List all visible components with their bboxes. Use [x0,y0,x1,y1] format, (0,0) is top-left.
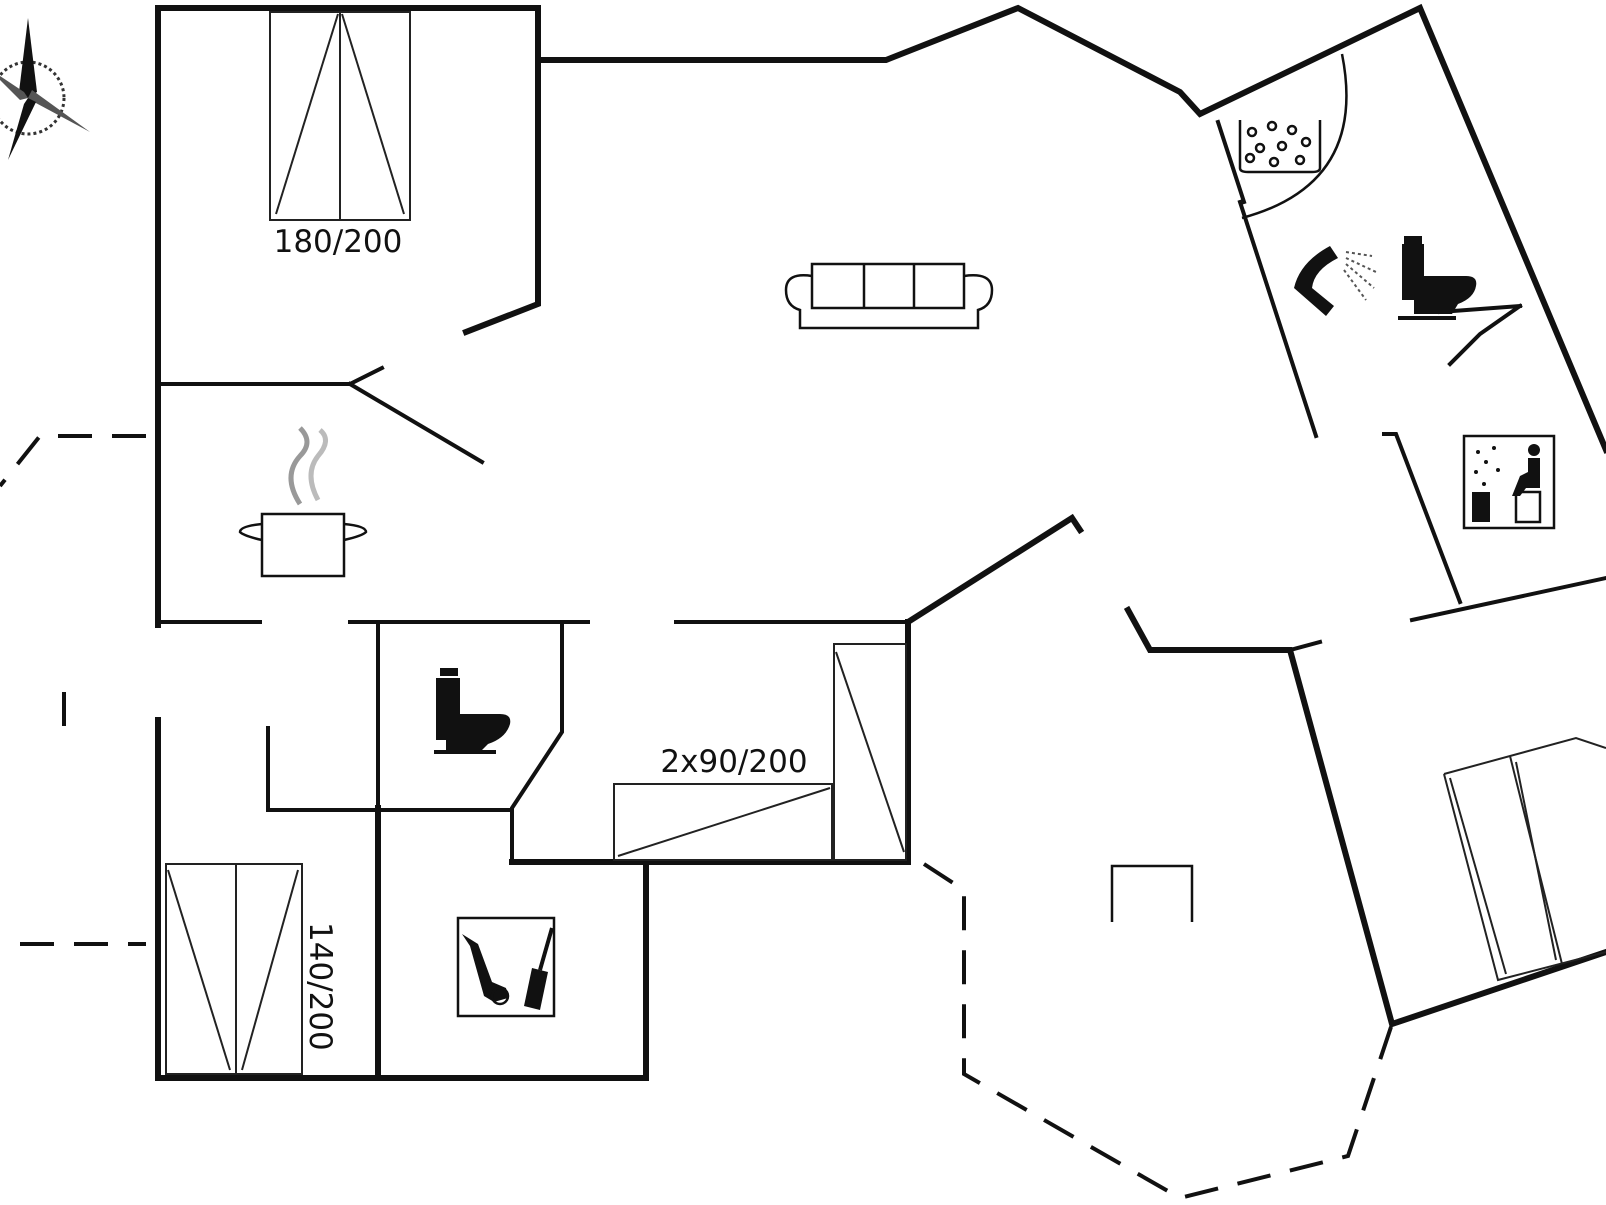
cooking-pot-icon [238,426,368,578]
twin-bed-icon [613,643,907,861]
single-double-bed-icon [165,863,303,1075]
bed-size-label-twin: 2x90/200 [660,744,807,780]
bed-size-label-master: 180/200 [274,224,403,260]
toilet-icon-wc [434,668,511,754]
double-bed-icon [269,11,411,221]
whirlpool-bath-icon [1238,53,1348,220]
toilet-icon [1398,236,1477,320]
double-bed-icon-right [1443,736,1606,982]
utility-cleaning-icon [456,916,556,1018]
bed-size-label-small: 140/200 [302,922,338,1051]
table-icon [1110,864,1194,922]
sofa-icon [784,262,994,330]
walls [155,3,1606,1081]
shower-icon [1294,246,1377,316]
terrace-outlines [0,434,1394,1201]
sauna-icon [1462,434,1556,530]
compass-icon [0,18,90,160]
